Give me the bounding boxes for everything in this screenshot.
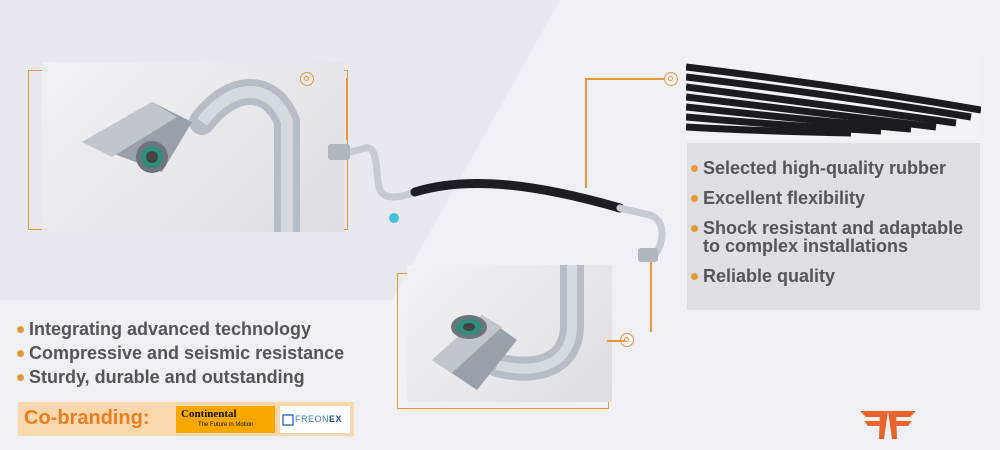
rubber-hose-photo bbox=[686, 55, 981, 140]
target-icon bbox=[300, 72, 314, 86]
feature-item: Excellent flexibility bbox=[691, 189, 963, 207]
target-icon bbox=[664, 72, 678, 86]
freonex-logo: FREONEX bbox=[280, 406, 350, 433]
target-icon bbox=[620, 333, 634, 347]
feature-list-left: Integrating advanced technology Compress… bbox=[17, 320, 344, 392]
cobranding-strip: Co-branding: Continental The Future in M… bbox=[18, 402, 354, 436]
feature-box-right: Selected high-quality rubber Excellent f… bbox=[687, 143, 980, 310]
continental-logo: Continental The Future in Motion bbox=[176, 406, 275, 433]
fitting-image-bottom bbox=[432, 265, 584, 390]
feature-item: Integrating advanced technology bbox=[17, 320, 344, 338]
detail-photo-bottom bbox=[407, 265, 612, 402]
connector-line bbox=[585, 78, 587, 188]
brand-logo-icon bbox=[860, 411, 916, 439]
connector-line bbox=[607, 340, 625, 342]
feature-list-right: Selected high-quality rubber Excellent f… bbox=[691, 159, 963, 297]
feature-item: Compressive and seismic resistance bbox=[17, 344, 344, 362]
feature-item: Shock resistant and adaptable to complex… bbox=[691, 219, 963, 255]
connector-line bbox=[346, 78, 348, 140]
feature-item: Sturdy, durable and outstanding bbox=[17, 368, 344, 386]
connector-line bbox=[585, 78, 665, 80]
hose-assembly-image bbox=[328, 144, 666, 262]
feature-item: Selected high-quality rubber bbox=[691, 159, 963, 177]
feature-item: Reliable quality bbox=[691, 267, 963, 285]
connector-line bbox=[650, 262, 652, 332]
detail-photo-top-left bbox=[42, 62, 344, 232]
freonex-mark-icon bbox=[282, 414, 294, 426]
fitting-image-top-left bbox=[82, 79, 300, 232]
cobranding-label: Co-branding: bbox=[24, 407, 150, 429]
